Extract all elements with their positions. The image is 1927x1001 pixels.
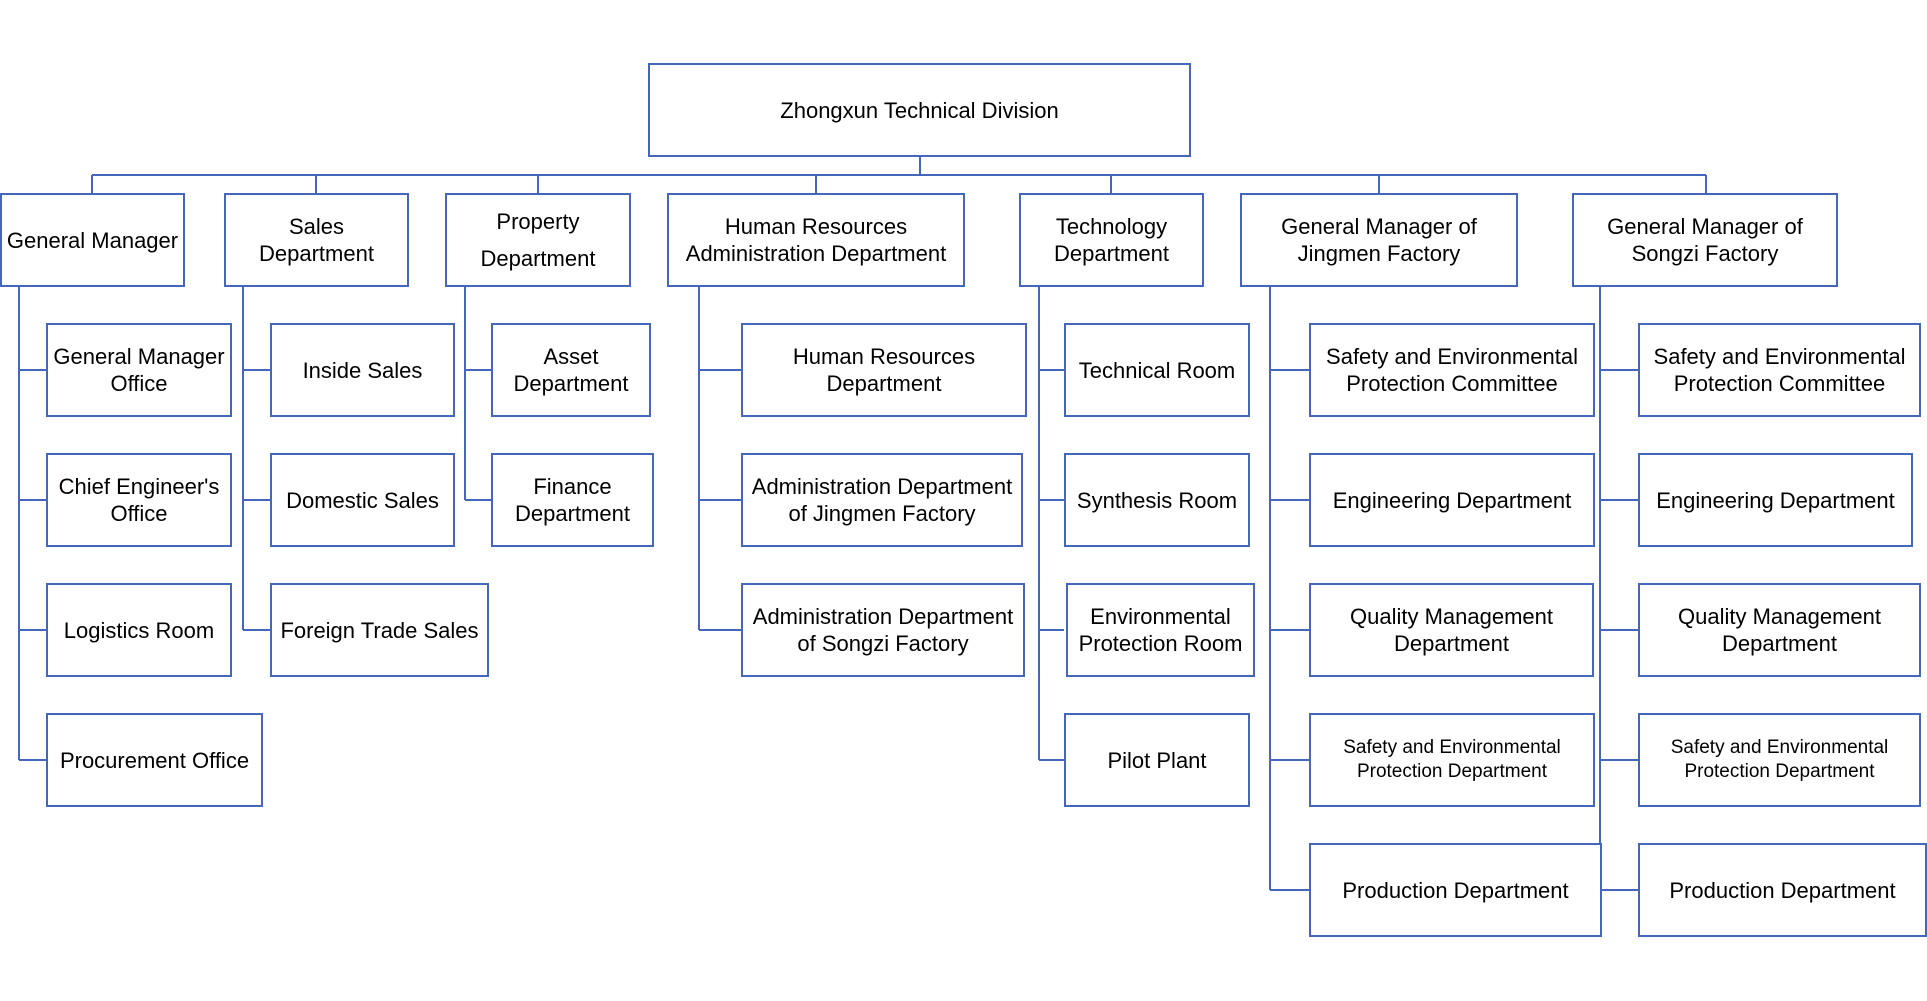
- dept-technology: Technology Department: [1019, 193, 1204, 287]
- node-asset-department: Asset Department: [491, 323, 651, 417]
- node-environmental-protection-room: Environmental Protection Room: [1066, 583, 1255, 677]
- node-songzi-engineering: Engineering Department: [1638, 453, 1913, 547]
- node-logistics-room: Logistics Room: [46, 583, 232, 677]
- node-songzi-safety-committee: Safety and Environmental Protection Comm…: [1638, 323, 1921, 417]
- node-synthesis-room: Synthesis Room: [1064, 453, 1250, 547]
- node-general-manager-office: General Manager Office: [46, 323, 232, 417]
- dept-general-manager: General Manager: [0, 193, 185, 287]
- node-domestic-sales: Domestic Sales: [270, 453, 455, 547]
- node-chief-engineer-office: Chief Engineer's Office: [46, 453, 232, 547]
- dept-property: Property Department: [445, 193, 631, 287]
- node-jingmen-quality: Quality Management Department: [1309, 583, 1594, 677]
- dept-gm-jingmen: General Manager of Jingmen Factory: [1240, 193, 1518, 287]
- node-technical-room: Technical Room: [1064, 323, 1250, 417]
- node-procurement-office: Procurement Office: [46, 713, 263, 807]
- node-jingmen-engineering: Engineering Department: [1309, 453, 1595, 547]
- node-jingmen-safety-department: Safety and Environmental Protection Depa…: [1309, 713, 1595, 807]
- node-jingmen-production: Production Department: [1309, 843, 1602, 937]
- node-admin-jingmen: Administration Department of Jingmen Fac…: [741, 453, 1023, 547]
- node-admin-songzi: Administration Department of Songzi Fact…: [741, 583, 1025, 677]
- root-node: Zhongxun Technical Division: [648, 63, 1191, 157]
- dept-hr-admin: Human Resources Administration Departmen…: [667, 193, 965, 287]
- node-finance-department: Finance Department: [491, 453, 654, 547]
- node-hr-department: Human Resources Department: [741, 323, 1027, 417]
- dept-sales: Sales Department: [224, 193, 409, 287]
- dept-gm-songzi: General Manager of Songzi Factory: [1572, 193, 1838, 287]
- node-pilot-plant: Pilot Plant: [1064, 713, 1250, 807]
- node-inside-sales: Inside Sales: [270, 323, 455, 417]
- node-jingmen-safety-committee: Safety and Environmental Protection Comm…: [1309, 323, 1595, 417]
- node-songzi-safety-department: Safety and Environmental Protection Depa…: [1638, 713, 1921, 807]
- node-foreign-trade-sales: Foreign Trade Sales: [270, 583, 489, 677]
- node-songzi-quality: Quality Management Department: [1638, 583, 1921, 677]
- node-songzi-production: Production Department: [1638, 843, 1927, 937]
